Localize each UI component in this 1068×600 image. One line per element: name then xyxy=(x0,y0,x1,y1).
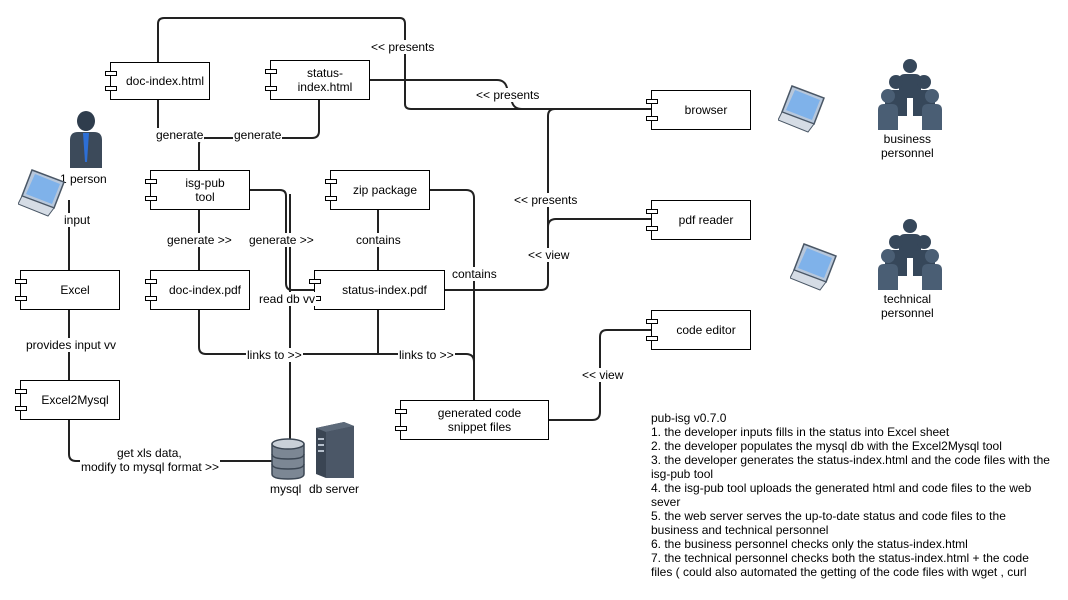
generate-label-left: generate xyxy=(155,128,205,142)
links-to-label-b: links to >> xyxy=(398,348,455,362)
get-xls-label: get xls data, xyxy=(116,446,183,460)
contains-label-snippet: contains xyxy=(451,267,498,281)
view-label-pdf: << view xyxy=(527,248,571,262)
contains-label-zip: contains xyxy=(355,233,402,247)
excel-component: Excel xyxy=(15,270,120,310)
wire-presents-doc-index xyxy=(157,17,651,110)
browser-component: browser xyxy=(646,90,751,130)
links-to-label-a: links to >> xyxy=(246,348,303,362)
generate-label-status-pdf: generate >> xyxy=(248,233,315,247)
wire-contains-snippet xyxy=(430,189,475,400)
group-icon-business xyxy=(878,59,942,130)
notes-line: 4. the isg-pub tool uploads the generate… xyxy=(651,481,1032,509)
presents-label-mid: << presents xyxy=(475,88,541,102)
presents-label-low: << presents xyxy=(513,193,579,207)
view-label-code: << view xyxy=(581,368,625,382)
person-icon xyxy=(70,111,102,168)
notes-line: 6. the business personnel checks only th… xyxy=(651,537,968,551)
modify-mysql-label: modify to mysql format >> xyxy=(80,460,221,474)
laptop-icon xyxy=(18,169,65,217)
generate-label-right: generate xyxy=(233,128,283,142)
server-icon xyxy=(316,422,354,478)
doc-index-html-component: doc-index.html xyxy=(105,62,210,100)
wire-view-pdf xyxy=(547,218,651,228)
read-db-label: read db vv xyxy=(258,292,317,306)
notes-line: 1. the developer inputs fills in the sta… xyxy=(651,425,950,439)
excel2mysql-component: Excel2Mysql xyxy=(15,380,120,420)
notes-line: 2. the developer populates the mysql db … xyxy=(651,439,1002,453)
status-index-html-component: status- index.html xyxy=(265,60,370,100)
laptop-icon-technical xyxy=(790,243,837,291)
notes-line: 3. the developer generates the status-in… xyxy=(651,453,1050,481)
wire-links-to xyxy=(198,310,475,363)
one-person-label: 1 person xyxy=(60,172,107,186)
notes-panel: pub-isg v0.7.0 1. the developer inputs f… xyxy=(651,411,1051,579)
database-icon xyxy=(271,438,305,480)
business-personnel-label: business personnel xyxy=(881,132,934,160)
notes-line: 5. the web server serves the up-to-date … xyxy=(651,509,1006,537)
isg-pub-tool-component: isg-pub tool xyxy=(145,170,250,210)
pdf-reader-component: pdf reader xyxy=(646,200,751,240)
notes-line: 7. the technical personnel checks both t… xyxy=(651,551,1029,579)
generated-code-component: generated code snippet files xyxy=(395,400,549,440)
wire-generate-status xyxy=(205,100,320,139)
wire-get-xls xyxy=(68,420,272,462)
group-icon-technical xyxy=(878,219,942,290)
generate-label-doc-pdf: generate >> xyxy=(166,233,233,247)
laptop-icon-business xyxy=(778,85,825,133)
mysql-label: mysql xyxy=(270,482,302,496)
code-editor-component: code editor xyxy=(646,310,751,350)
presents-label-top: << presents xyxy=(370,40,436,54)
technical-personnel-label: technical personnel xyxy=(881,292,934,320)
notes-title: pub-isg v0.7.0 xyxy=(651,411,727,425)
doc-index-pdf-component: doc-index.pdf xyxy=(145,270,250,310)
db-server-label: db server xyxy=(309,482,360,496)
zip-package-component: zip package xyxy=(325,170,430,210)
provides-input-label: provides input vv xyxy=(25,338,118,352)
status-index-pdf-component: status-index.pdf xyxy=(309,270,445,310)
input-label: input xyxy=(63,213,92,227)
